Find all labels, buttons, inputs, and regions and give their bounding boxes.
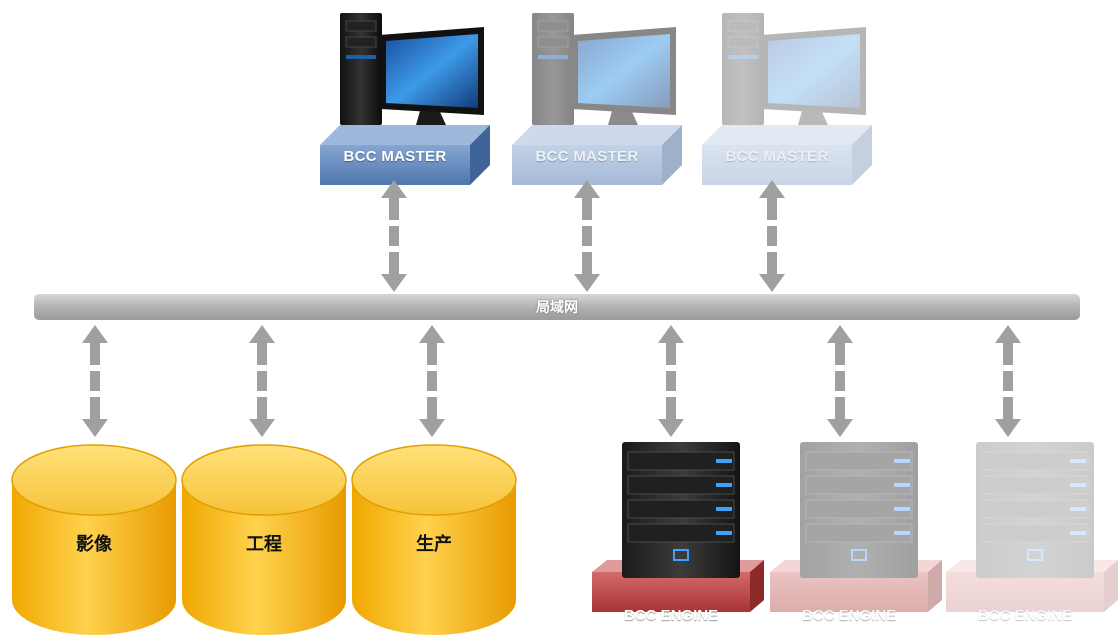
lan-label: 局域网 — [536, 299, 578, 315]
storage-label-3: 生产 — [416, 534, 452, 554]
storage-label-1: 影像 — [76, 534, 112, 554]
master-label-1: BCC MASTER — [343, 148, 447, 165]
storage-label-2: 工程 — [246, 534, 282, 554]
lan-bar — [34, 294, 1080, 320]
arrow-engine-1 — [658, 325, 684, 437]
engine-server-1 — [591, 441, 765, 613]
engine-server-2 — [769, 441, 943, 613]
arrow-master-2 — [574, 180, 600, 292]
arrow-engine-3 — [995, 325, 1021, 437]
engine-label-3: BCC ENGINE — [977, 607, 1073, 624]
arrow-engine-2 — [827, 325, 853, 437]
master-label-2: BCC MASTER — [535, 148, 639, 165]
engine-label-2: BCC ENGINE — [801, 607, 897, 624]
arrow-storage-1 — [82, 325, 108, 437]
engine-label-1: BCC ENGINE — [623, 607, 719, 624]
arrow-storage-3 — [419, 325, 445, 437]
master-label-3: BCC MASTER — [725, 148, 829, 165]
arrow-storage-2 — [249, 325, 275, 437]
arrow-master-3 — [759, 180, 785, 292]
arrow-master-1 — [381, 180, 407, 292]
engine-server-3 — [945, 441, 1118, 613]
